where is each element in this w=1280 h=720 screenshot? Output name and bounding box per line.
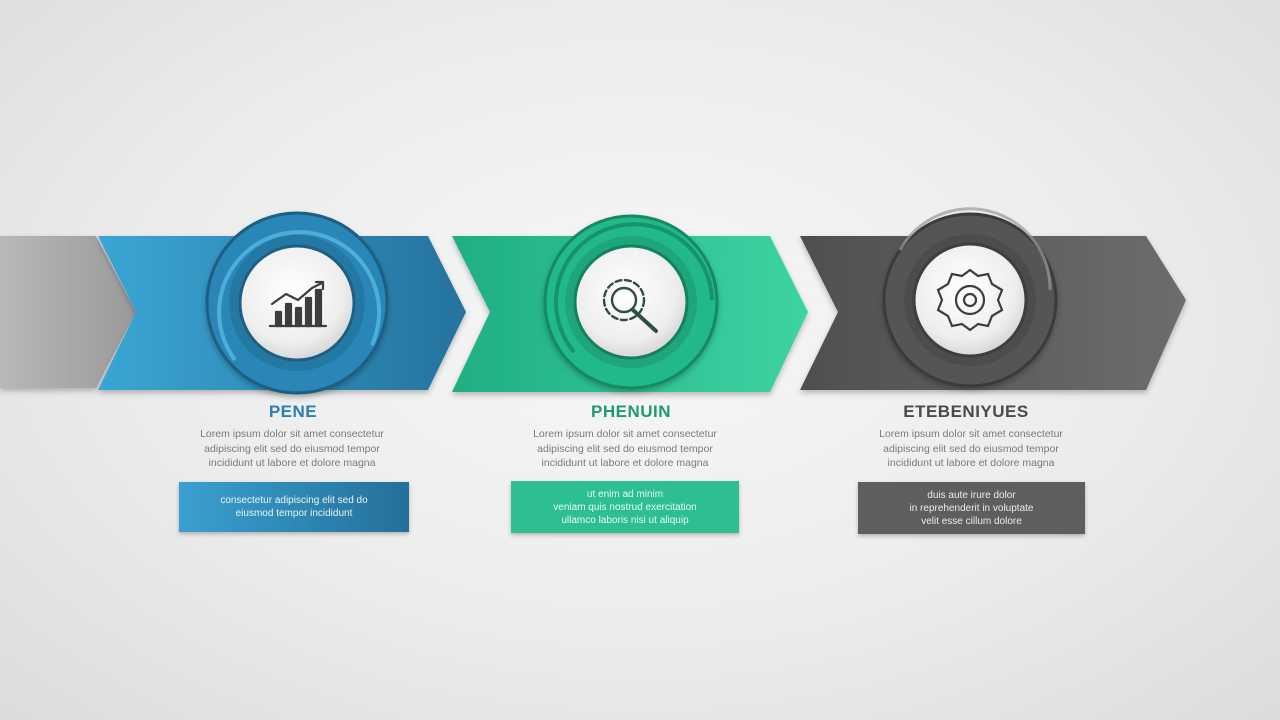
description-line: incididunt ut labore et dolore magna bbox=[541, 457, 709, 469]
box-line: duis aute irure dolor bbox=[927, 489, 1016, 501]
gear-icon bbox=[936, 268, 1004, 332]
box-line: veniam quis nostrud exercitation bbox=[553, 501, 697, 513]
description-line: adipiscing elit sed do eiusmod tempor bbox=[204, 442, 380, 455]
badge-step-3 bbox=[882, 207, 1058, 388]
step-description-2: Lorem ipsum dolor sit amet consectetur a… bbox=[505, 427, 745, 471]
info-box-bg-3 bbox=[858, 482, 1085, 534]
description-line: Lorem ipsum dolor sit amet consectetur bbox=[200, 428, 384, 440]
box-line: velit esse cillum dolore bbox=[921, 515, 1022, 527]
description-line: incididunt ut labore et dolore magna bbox=[208, 457, 376, 469]
lead-in-band bbox=[0, 236, 136, 388]
info-box-bg-1 bbox=[179, 482, 409, 532]
step-title-3: ETEBENIYUES bbox=[903, 402, 1029, 421]
box-line: eiusmod tempor incididunt bbox=[235, 508, 353, 519]
box-line: ut enim ad minim bbox=[586, 488, 664, 500]
info-box-2: ut enim ad minim veniam quis nostrud exe… bbox=[511, 481, 739, 533]
info-box-3: duis aute irure dolor in reprehenderit i… bbox=[858, 482, 1085, 534]
step-title-1: PENE bbox=[268, 402, 318, 421]
step-description-3: Lorem ipsum dolor sit amet consectetur a… bbox=[851, 427, 1091, 471]
box-line: consectetur adipiscing elit sed do bbox=[220, 495, 368, 506]
info-box-bg-2 bbox=[511, 481, 739, 533]
description-line: incididunt ut labore et dolore magna bbox=[887, 457, 1055, 469]
info-box-1: consectetur adipiscing elit sed do eiusm… bbox=[179, 482, 409, 532]
step-description-1: Lorem ipsum dolor sit amet consectetur a… bbox=[172, 427, 412, 471]
badge-step-2 bbox=[543, 214, 719, 390]
bar-chart-trend-icon bbox=[268, 280, 328, 328]
description-line: adipiscing elit sed do eiusmod tempor bbox=[883, 442, 1059, 455]
step-title-2: PHENUIN bbox=[590, 402, 671, 421]
magnifier-gear-icon bbox=[602, 278, 658, 333]
box-line: ullamco laboris nisi ut aliquip bbox=[561, 514, 689, 526]
description-line: Lorem ipsum dolor sit amet consectetur bbox=[533, 428, 717, 440]
description-line: adipiscing elit sed do eiusmod tempor bbox=[537, 442, 713, 455]
description-line: Lorem ipsum dolor sit amet consectetur bbox=[879, 428, 1063, 440]
box-line: in reprehenderit in voluptate bbox=[909, 502, 1034, 514]
badge-step-1 bbox=[205, 211, 389, 395]
